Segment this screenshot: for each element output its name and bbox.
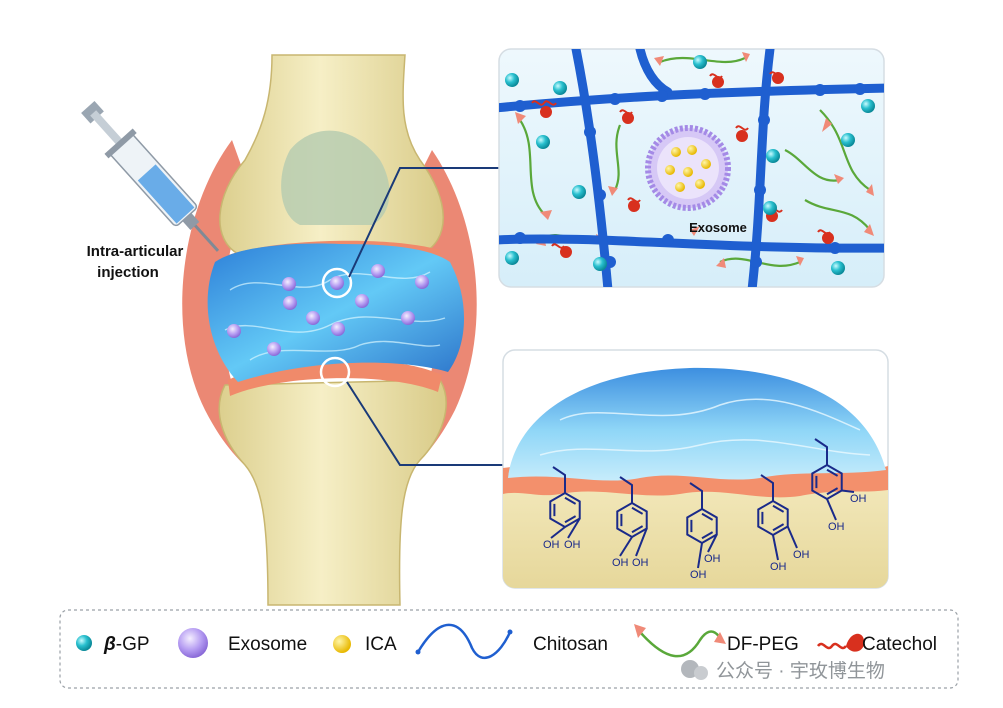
oh-label: OH [770, 561, 787, 573]
legend-ica: ICA [365, 634, 397, 655]
legend-exosome: Exosome [228, 634, 307, 655]
injection-label-line2: injection [97, 264, 159, 281]
chitosan-nodes [514, 83, 866, 268]
oh-label: OH [564, 539, 581, 551]
oh-label: OH [828, 521, 845, 533]
oh-label: OH [793, 549, 810, 561]
joint-exosomes [227, 264, 429, 356]
syringe [81, 101, 220, 252]
oh-label: OH [690, 569, 707, 581]
watermark: 公众号 · 宇玫博生物 [681, 660, 885, 682]
injection-label-line1: Intra-articular [87, 243, 184, 260]
hydrogel-network-inset: Exosome [498, 48, 885, 288]
catechol-molecule: OH OH [811, 438, 867, 533]
catechol-icon [816, 633, 865, 652]
oh-label: OH [704, 553, 721, 565]
catechol-molecule: OH OH [757, 474, 810, 573]
cartilage-substrate [503, 472, 888, 588]
tibia-bone [218, 379, 447, 606]
legend-df-peg: DF-PEG [727, 634, 799, 655]
df-peg-icon [634, 624, 726, 658]
ica-particles [665, 145, 711, 192]
catechol-molecule: OH OH [543, 466, 581, 551]
hydrogel-dome [508, 367, 886, 481]
oh-label: OH [543, 539, 560, 551]
inset-exosome [645, 125, 731, 211]
watermark-text: 公众号 · 宇玫博生物 [716, 660, 885, 682]
oh-label: OH [632, 557, 649, 569]
inset-exosome-label: Exosome [689, 220, 747, 235]
zoom-marker-interface [319, 356, 351, 388]
oh-label: OH [612, 557, 629, 569]
beta-gp-particles [505, 55, 875, 275]
oh-label: OH [850, 493, 867, 505]
zoom-connectors [346, 167, 503, 466]
legend-chitosan: Chitosan [533, 634, 608, 655]
knee-joint [182, 54, 477, 606]
zoom-marker-hydrogel [321, 267, 353, 299]
catechol-molecule: OH OH [686, 482, 721, 581]
femur-cartilage [281, 130, 390, 225]
ica-icon [333, 635, 351, 653]
exosome-icon [178, 628, 208, 658]
joint-hydrogel [207, 243, 465, 382]
legend: β-GP Exosome ICA Chitosan DF-PEG Catecho… [59, 609, 959, 689]
legend-catechol: Catechol [862, 634, 937, 655]
legend-beta-gp: β-GP [103, 634, 150, 655]
joint-capsule [182, 140, 265, 480]
chitosan-icon [416, 623, 512, 660]
beta-gp-icon [76, 635, 92, 651]
